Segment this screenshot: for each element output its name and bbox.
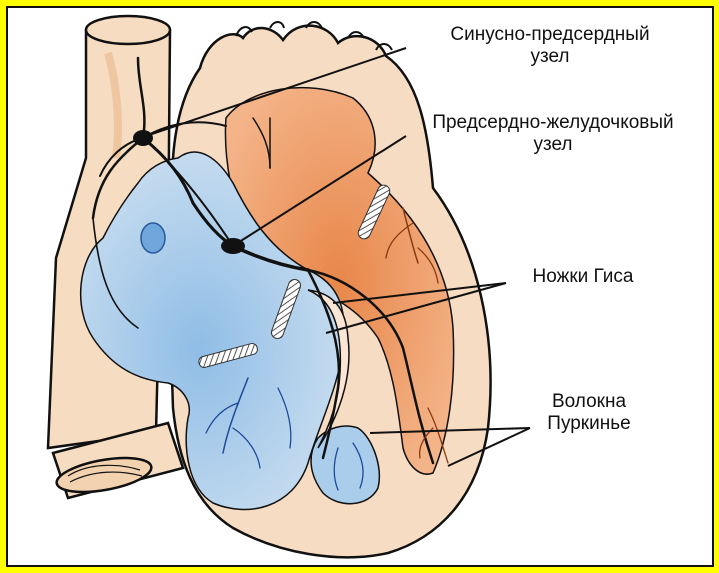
sa-node-label-line2: узел	[400, 46, 700, 68]
his-bundle-label: Ножки Гиса	[508, 266, 658, 288]
av-node-label-line1: Предсердно-желудочковый	[398, 112, 708, 134]
av-node-label: Предсердно-желудочковый узел	[398, 112, 708, 156]
his-bundle-label-text: Ножки Гиса	[508, 266, 658, 288]
sa-node	[133, 130, 153, 146]
purkinje-label-line2: Пуркинье	[534, 413, 644, 435]
sa-node-label: Синусно-предсердный узел	[400, 24, 700, 68]
coronary-sinus-opening	[141, 223, 165, 253]
av-node-label-line2: узел	[398, 134, 708, 156]
purkinje-label-line1: Волокна	[534, 391, 644, 413]
diagram-panel: Синусно-предсердный узел Предсердно-желу…	[6, 6, 714, 567]
purkinje-label: Волокна Пуркинье	[534, 391, 644, 435]
sa-node-label-line1: Синусно-предсердный	[400, 24, 700, 46]
